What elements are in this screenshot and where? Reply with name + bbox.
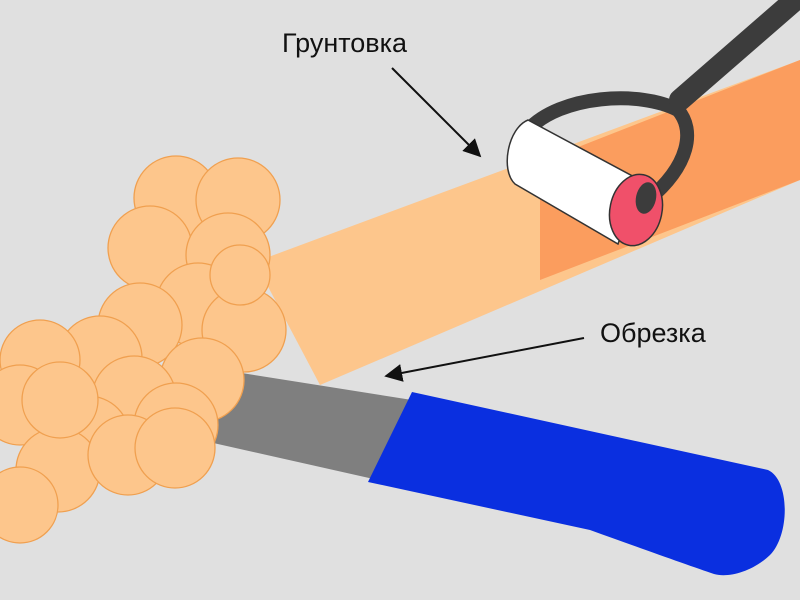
knife-blade — [200, 368, 412, 480]
foam-bubble — [21, 361, 99, 439]
trim-label: Обрезка — [600, 318, 706, 348]
knife-handle — [368, 392, 785, 576]
primer-label: Грунтовка — [282, 28, 408, 58]
foam-bubble — [209, 244, 271, 306]
knife — [200, 368, 785, 576]
trim-callout-arrow — [384, 337, 585, 382]
primer-callout-arrow — [391, 67, 482, 158]
foam-bubble — [0, 466, 59, 544]
roller-handle — [669, 0, 800, 111]
foam-bubble — [134, 407, 216, 489]
paint-roller — [506, 0, 800, 247]
roller-axle — [635, 182, 657, 214]
foam-bubble-cluster — [0, 155, 287, 544]
roller-cover — [506, 119, 641, 246]
